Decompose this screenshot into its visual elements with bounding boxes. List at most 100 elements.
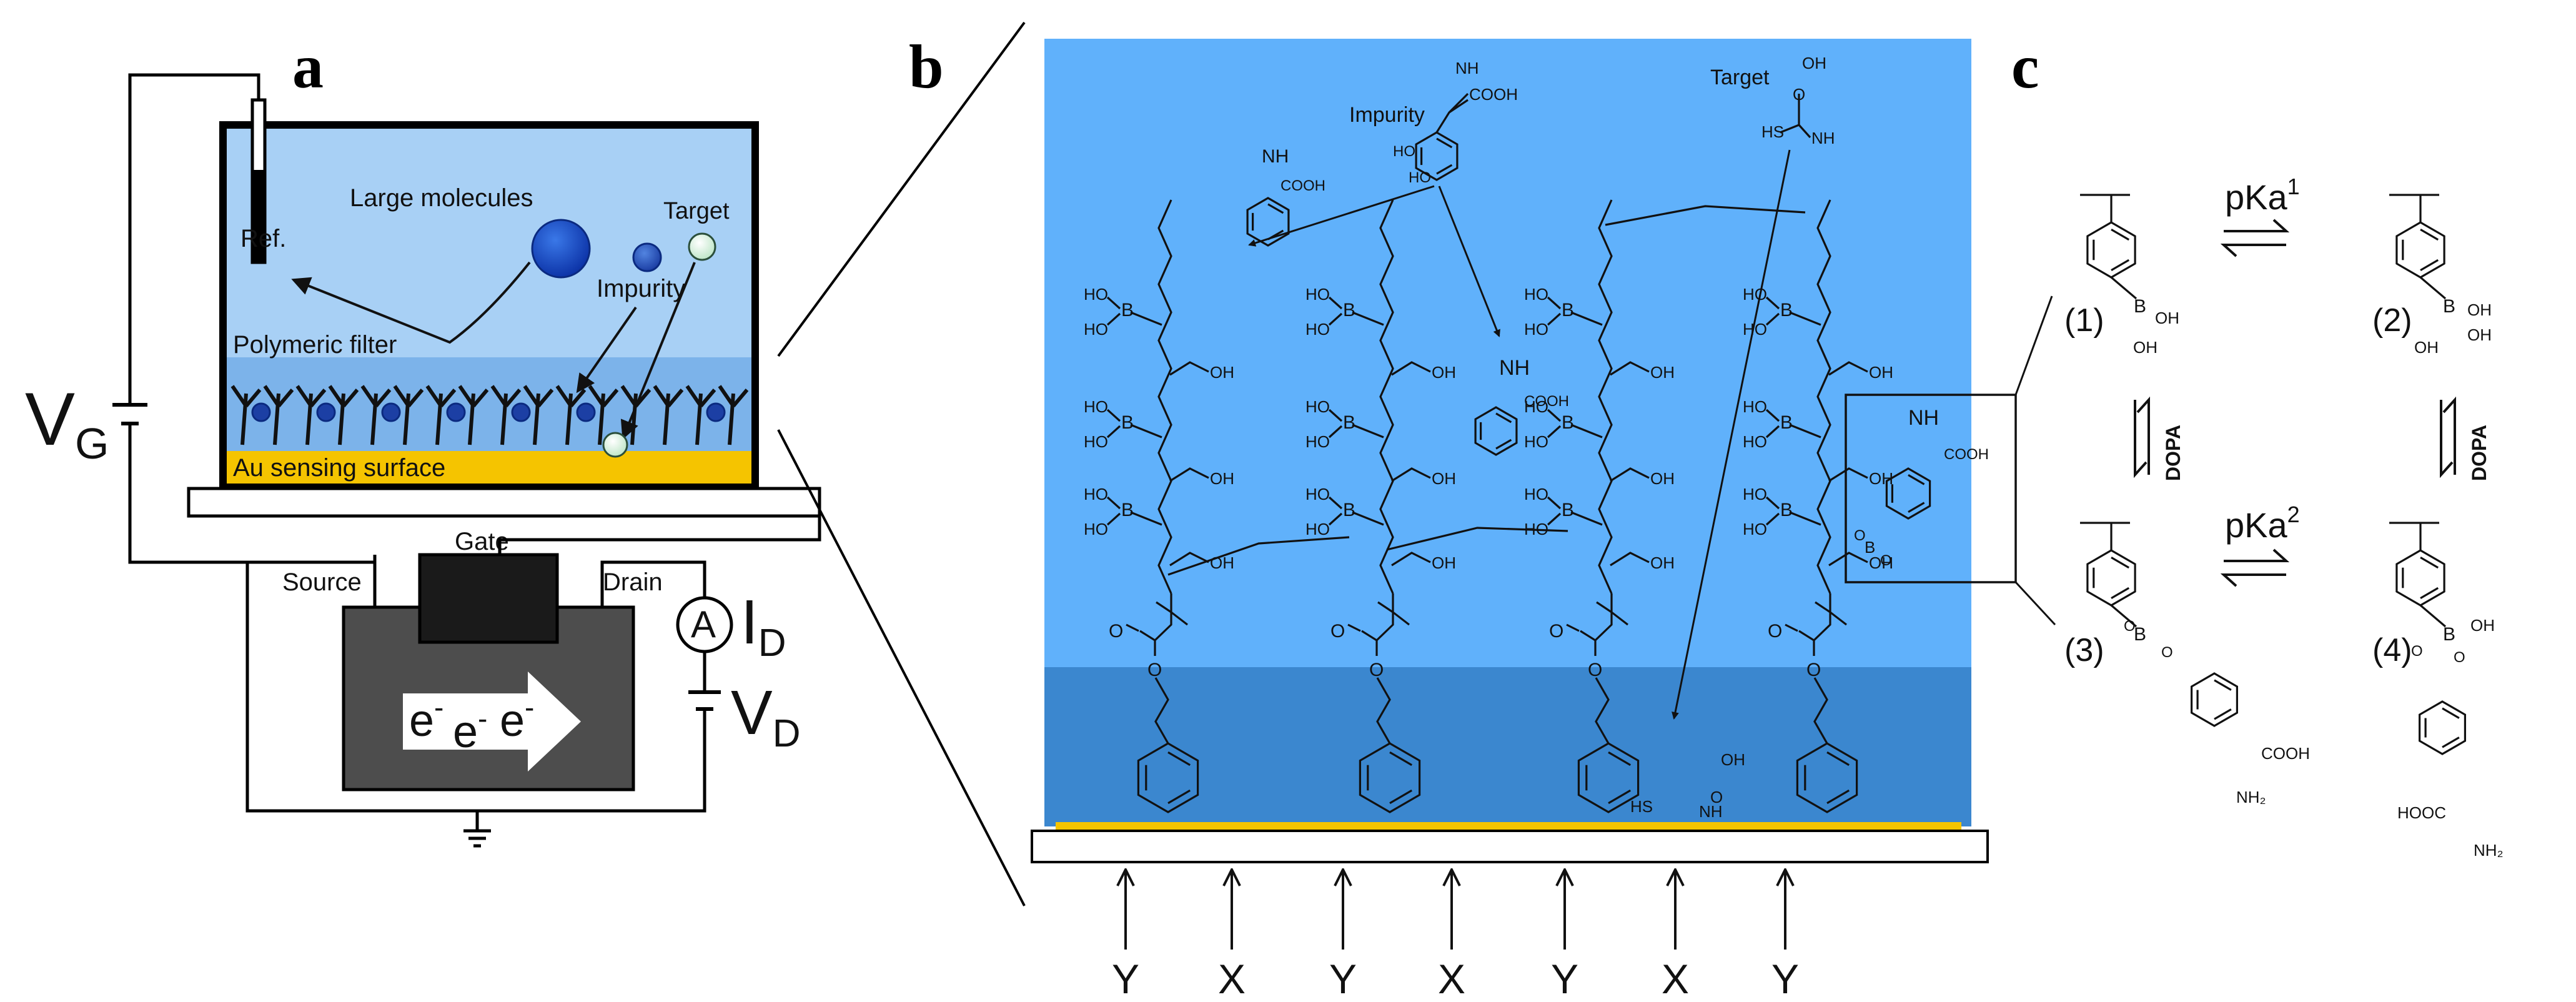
chain-4-b-ho-0: HO — [1743, 485, 1767, 503]
chain-1-b-oh-bonds — [1106, 296, 1121, 326]
vg-label: VG — [25, 377, 109, 468]
chain-4-oh-2: OH — [1869, 363, 1893, 382]
chain-1-oh-arm — [1169, 467, 1209, 482]
chain-3-ester-o: O — [1588, 660, 1602, 680]
target-bonds — [1780, 94, 1811, 139]
chain-2-b-ho-0: HO — [1305, 485, 1330, 503]
species-4-boron: B — [2443, 624, 2455, 645]
callout-line-bottom — [2014, 581, 2056, 626]
chain-1-carbonyl — [1126, 623, 1139, 632]
callout-cooh: COOH — [1944, 446, 1989, 463]
chain-1-ester-bonds — [1139, 593, 1172, 656]
captured-impurity — [381, 402, 401, 422]
chain-1-phenyl-ring-double-bond — [1167, 751, 1191, 766]
drain-label: Drain — [603, 568, 663, 596]
impurity-arrow-b-1 — [1248, 185, 1435, 247]
brush-chain — [360, 385, 392, 445]
callout-nh2: NH — [1908, 406, 1939, 430]
chain-1-boron-1: B — [1121, 412, 1134, 433]
chain-2-oh-2: OH — [1432, 363, 1456, 382]
chain-3-oh-2: OH — [1650, 363, 1675, 382]
bound-dopa-2-ring-double-bond — [1495, 412, 1512, 424]
chain-1-boron-0: B — [1121, 500, 1134, 520]
chain-4-b-link — [1789, 511, 1821, 526]
impurity-phenyl-double-bond — [1436, 137, 1453, 149]
callout-dopa-ring-double-bond — [1908, 502, 1925, 513]
bound-dopa-1-ring-double-bond — [1267, 203, 1284, 214]
impurity-cooh: COOH — [1469, 85, 1518, 104]
chain-3-b-ho2-0: HO — [1524, 520, 1548, 538]
chain-2-b-ho2-1: HO — [1305, 432, 1330, 451]
chain-2-b-oh-bonds — [1328, 496, 1343, 526]
target-o: O — [1793, 85, 1805, 104]
boronic-acid-equilibria — [2080, 194, 2466, 755]
chain-3-phenyl-ring — [1577, 742, 1640, 813]
species-4-nh2: NH₂ — [2474, 841, 2504, 860]
species-4-dopa-ring-double-bond — [2442, 737, 2460, 748]
chain-4-carbonyl — [1785, 623, 1798, 632]
callout-line-top — [2014, 295, 2053, 395]
bottom-target-o: O — [1710, 788, 1723, 806]
chain-1-oh-arm — [1169, 552, 1209, 567]
chain-1-b-oh-bonds — [1106, 409, 1121, 439]
chain-4-b-ho2-0: HO — [1743, 520, 1767, 538]
au-surface-label: Au sensing surface — [233, 454, 445, 482]
chain-1-oh-1: OH — [1210, 469, 1234, 488]
species-3-boron: B — [2134, 624, 2146, 645]
equilibrium-arrow-top — [2220, 219, 2290, 257]
axis-letter: Y — [1112, 956, 1139, 1002]
panel-b: b OOBHOHOBHOHOBHOHOOHOHOHOOBHOHOBHOHOBHO… — [909, 32, 2017, 1002]
species-2-b-bond — [2419, 276, 2447, 300]
species-4-dopa-ring-double-bond — [2442, 707, 2460, 719]
large-molecule — [531, 219, 591, 279]
chain-4-boron-0: B — [1780, 500, 1793, 520]
chain-1-b-ho-2: HO — [1084, 285, 1108, 304]
chain-4-oh-0: OH — [1869, 553, 1893, 572]
chain-3-methyls — [1596, 601, 1628, 626]
chain-3-phenyl-ring-double-bond — [1608, 751, 1632, 766]
chain-3-b-ho-0: HO — [1524, 485, 1548, 503]
panel-b-gold-strip — [1056, 822, 1961, 831]
target-molecule — [688, 232, 716, 261]
chain-3-oh-arm — [1610, 552, 1650, 567]
large-molecules-label: Large molecules — [350, 184, 533, 212]
chain-1-phenyl-ring-double-bond — [1167, 789, 1191, 805]
chain-1-phenyl-ring — [1137, 742, 1199, 813]
brush-chain — [425, 385, 457, 445]
panel-letter-c: c — [2011, 32, 2039, 101]
species-2-oh-b: OH — [2467, 325, 2492, 344]
chain-2-oh-arm — [1391, 552, 1431, 567]
chain-3-oh-arm — [1610, 361, 1650, 376]
brush-chain — [588, 385, 619, 445]
chain-3-b-link — [1570, 311, 1603, 326]
species-2-ring-double-bond — [2420, 259, 2439, 271]
captured-impurity — [511, 402, 531, 422]
large-molecule-reject-arrow — [291, 261, 531, 344]
brush-chain — [458, 385, 489, 445]
impurity-molecule — [632, 242, 662, 272]
chain-4-ester-bonds — [1798, 593, 1831, 656]
chain-1-carbonyl-o: O — [1109, 621, 1123, 642]
chain-1-b-ho2-0: HO — [1084, 520, 1108, 538]
species-4-o-b: O — [2454, 649, 2465, 666]
equilibrium-arrow-right — [2440, 396, 2456, 479]
species-4-hooc: HOOC — [2397, 803, 2446, 822]
species-3-dopa-ring-double-bond — [2214, 708, 2232, 720]
species-2-oh-c: OH — [2414, 338, 2439, 357]
chain-1-b-ho-1: HO — [1084, 397, 1108, 416]
substrate-plate — [187, 487, 821, 518]
chain-2-b-ho2-0: HO — [1305, 520, 1330, 538]
chain-3-b-oh-bonds — [1547, 296, 1562, 326]
dopa-label-left: DOPA — [2162, 425, 2184, 481]
species-2-tether — [2389, 194, 2439, 222]
species-2-ring-double-bond — [2420, 229, 2439, 241]
chain-1-boron-2: B — [1121, 300, 1134, 320]
drain-wire — [600, 560, 706, 607]
species-4-dopa-ring — [2419, 700, 2466, 755]
ref-label: Ref. — [240, 225, 286, 252]
bottom-target-nh2: NH — [1699, 802, 1723, 821]
chain-1-b-link — [1130, 311, 1162, 326]
chain-2-phenyl-ring — [1359, 742, 1421, 813]
target-nh2: NH — [1811, 129, 1835, 147]
